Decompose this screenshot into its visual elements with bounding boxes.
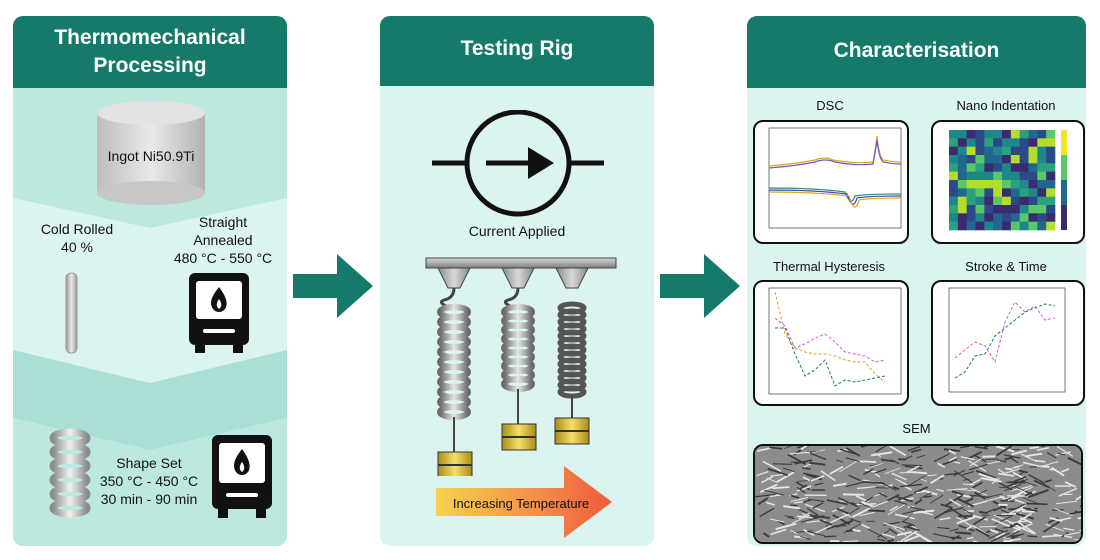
- increasing-temperature-label: Increasing Temperature: [452, 496, 590, 511]
- characterisation-panel: Characterisation DSC Nano Indentation Th…: [747, 16, 1086, 546]
- flow-arrow-1: [293, 254, 373, 318]
- furnace-icon: [212, 435, 272, 518]
- rig-header: Testing Rig: [380, 16, 654, 86]
- straight-annealed-label: Straight Annealed 480 °C - 550 °C: [173, 214, 273, 266]
- characterisation-title: Characterisation: [833, 39, 1000, 62]
- dsc-title: DSC: [816, 98, 844, 113]
- rig-panel: Testing Rig Current Applied: [380, 16, 654, 546]
- processing-title-line1: Thermomechanical: [54, 26, 246, 49]
- shape-set-spring: [49, 428, 91, 518]
- thermal-plot: [753, 280, 909, 406]
- dsc-plot: [753, 120, 909, 244]
- rig-title: Testing Rig: [460, 37, 574, 60]
- processing-panel: Thermomechanical Processing Ingot Ni50.9…: [13, 16, 287, 546]
- wire-rod: [65, 272, 78, 354]
- ingot-cylinder: [97, 101, 205, 205]
- furnace-icon: [189, 273, 249, 353]
- shape-set-label: Shape Set 350 °C - 450 °C 30 min - 90 mi…: [99, 455, 199, 507]
- nano-title: Nano Indentation: [956, 98, 1056, 113]
- temperature-arrow: [436, 466, 612, 538]
- sem-image: [753, 444, 1083, 544]
- processing-header: Thermomechanical Processing: [13, 16, 287, 88]
- flow-arrow-2: [660, 254, 740, 318]
- cold-rolled-label: Cold Rolled 40 %: [40, 221, 114, 255]
- characterisation-header: Characterisation: [747, 16, 1086, 88]
- processing-title-line2: Processing: [93, 54, 207, 77]
- thermal-title: Thermal Hysteresis: [773, 259, 885, 274]
- stroke-title: Stroke & Time: [965, 259, 1047, 274]
- sem-title: SEM: [902, 421, 931, 436]
- current-applied-label: Current Applied: [468, 223, 566, 239]
- ingot-label: Ingot Ni50.9Ti: [107, 148, 195, 164]
- current-source-icon: [432, 110, 604, 217]
- rig-springs: [425, 257, 617, 476]
- stroke-plot: [931, 280, 1085, 406]
- nano-plot: [931, 120, 1085, 244]
